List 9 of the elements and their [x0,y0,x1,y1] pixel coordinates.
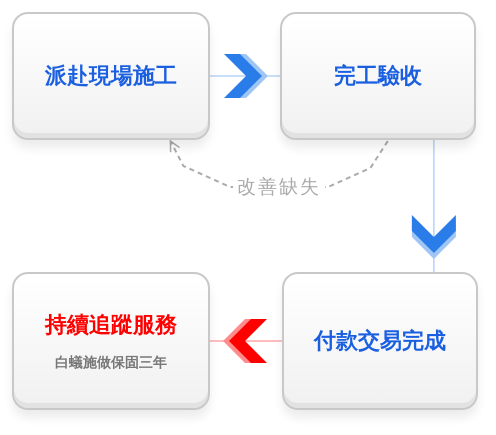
process-box [12,272,210,410]
step-title: 派赴現場施工 [45,62,177,91]
step-title: 付款交易完成 [314,327,446,356]
step-title: 持續追蹤服務 [45,311,177,340]
process-box [282,272,478,410]
step-title: 完工驗收 [334,62,422,91]
process-box [280,12,476,140]
step-note: 白蟻施做保固三年 [55,354,167,372]
process-box [12,12,210,140]
